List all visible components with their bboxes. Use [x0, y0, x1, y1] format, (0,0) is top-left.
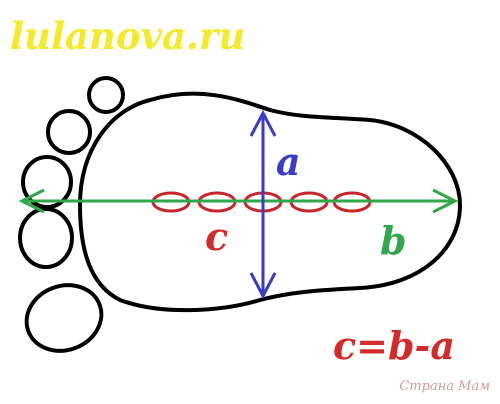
- arrow-b: [18, 188, 459, 214]
- site-title: lulanova.ru: [10, 14, 246, 58]
- toe-third: [21, 155, 73, 209]
- label-b: b: [380, 218, 407, 263]
- arrow-a: [249, 109, 277, 300]
- watermark: Страна Мам: [399, 379, 490, 394]
- arrow-b-left-head: [18, 188, 45, 214]
- toe-big: [24, 283, 104, 353]
- formula: c=b-a: [333, 323, 455, 368]
- arrow-a-bottom-head: [249, 272, 277, 300]
- arrow-b-right-head: [432, 188, 459, 214]
- label-a: a: [276, 139, 301, 184]
- label-c: c: [205, 214, 229, 259]
- foot-outline: [77, 91, 463, 313]
- arrow-a-top-head: [249, 109, 277, 137]
- toe-second: [18, 207, 74, 269]
- toes: [18, 76, 125, 353]
- toe-fourth: [46, 109, 92, 155]
- toe-small: [87, 76, 125, 114]
